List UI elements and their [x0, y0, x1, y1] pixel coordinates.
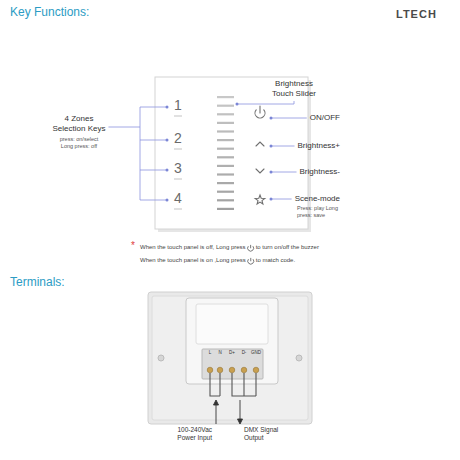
- leader-lines: [108, 101, 306, 200]
- slider-bar: [217, 182, 234, 184]
- note-marker: *: [131, 240, 135, 252]
- mount-hole: [296, 355, 302, 361]
- callout-label: 4 Zones Selection Keys: [50, 114, 108, 133]
- zone-key-number: 3: [168, 161, 188, 176]
- leader-line: [271, 146, 295, 147]
- power-icon: [259, 106, 260, 113]
- leader-line: [271, 199, 292, 200]
- section-heading: Key Functions:: [10, 5, 89, 19]
- zone-key-number: 1: [168, 98, 188, 113]
- panel-face: [155, 77, 308, 229]
- up-icon: [256, 142, 264, 146]
- leader-line: [237, 101, 294, 104]
- note-text: When the touch panel is off, Long press: [140, 244, 246, 251]
- power-icon: [248, 245, 254, 251]
- star-icon: [255, 195, 265, 204]
- down-icon: [256, 169, 264, 173]
- wires: [210, 373, 256, 396]
- mount-hole: [158, 355, 164, 361]
- key-icons: [255, 106, 265, 204]
- callout-note: Press: play Long press: save: [297, 205, 343, 218]
- leader-line: [140, 140, 167, 141]
- callout-label: Scene-mode: [280, 194, 340, 204]
- bracket-line: [140, 107, 141, 200]
- leader-line: [271, 118, 307, 119]
- arrow-head: [214, 400, 219, 405]
- note-text: to turn on/off the buzzer: [256, 244, 319, 251]
- touch-slider: [217, 96, 234, 210]
- slider-bar: [217, 130, 234, 132]
- touch-panel: 1 2 3 4: [155, 77, 308, 229]
- leader-line: [108, 127, 140, 128]
- slider-bar: [217, 156, 234, 158]
- slider-bar: [217, 148, 234, 150]
- leader-dots: [166, 103, 273, 202]
- module-housing: [186, 298, 278, 384]
- brand-logo: LTECH: [396, 8, 437, 21]
- slider-bar: [217, 105, 234, 107]
- power-icon: [248, 258, 254, 264]
- slider-bar: [217, 113, 234, 115]
- zone-key-number: 4: [168, 191, 188, 206]
- slider-bar: [217, 139, 234, 141]
- terminal-block: LND+D-GND: [202, 350, 263, 359]
- callout-label: Brightness Touch Slider: [266, 79, 322, 98]
- wall-plate: [148, 292, 312, 424]
- terminal-screws: [207, 367, 259, 373]
- arrow-head: [238, 419, 243, 424]
- arrow-label: DMX Signal Output: [244, 426, 286, 442]
- callout-label: Brightness+: [280, 141, 340, 151]
- direction-arrows: [214, 400, 243, 424]
- leader-line: [140, 107, 167, 108]
- module-cover: [196, 304, 268, 344]
- terminal-pin: L: [200, 351, 220, 356]
- arrow-label: 100-240Vac Power Input: [160, 426, 212, 442]
- leader-line: [140, 200, 167, 201]
- slider-bar: [217, 199, 234, 201]
- slider-bar: [217, 208, 234, 210]
- leader-line: [271, 172, 297, 173]
- callout-label: Brightness-: [280, 167, 340, 177]
- wall-plate: [152, 296, 308, 420]
- callout-note: press: on/select Long press: off: [54, 136, 104, 149]
- leader-line: [140, 170, 167, 171]
- slider-bar: [217, 173, 234, 175]
- slider-bar: [217, 96, 234, 98]
- note-text: When the touch panel is on ,Long press: [140, 257, 246, 264]
- terminal-pin: N: [210, 351, 230, 356]
- note-text: to match code.: [256, 257, 295, 264]
- slider-bar: [217, 165, 234, 167]
- slider-bar: [217, 191, 234, 193]
- section-heading: Terminals:: [10, 275, 65, 289]
- slider-bar: [217, 122, 234, 124]
- terminal-pin: D+: [222, 351, 242, 356]
- callout-label: ON/OFF: [280, 113, 340, 123]
- terminal-pin: GND: [246, 351, 266, 356]
- zone-key-number: 2: [168, 131, 188, 146]
